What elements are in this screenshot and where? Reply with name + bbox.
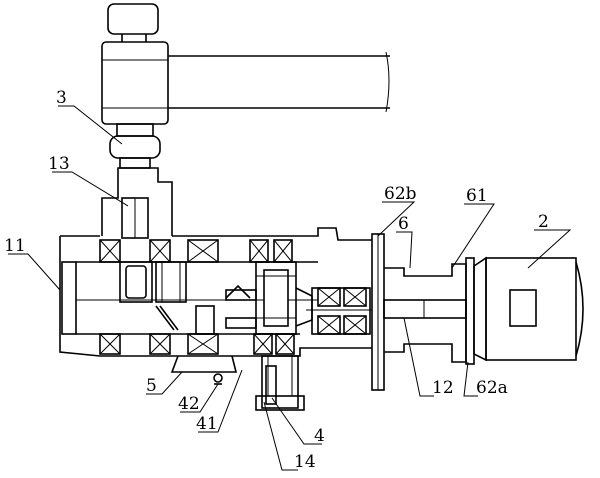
output-bearing-assembly	[306, 287, 372, 335]
label-4: 4	[314, 426, 325, 446]
motor	[473, 256, 584, 362]
leader-lines	[8, 105, 572, 471]
label-62b: 62b	[384, 184, 417, 204]
bearings	[99, 239, 295, 355]
input-shaft-housing	[101, 167, 173, 239]
flange-plate	[371, 233, 385, 391]
part-labels: 3 13 11 5 42 41 4 14 12 62a 62b 61 6 2	[4, 88, 549, 472]
label-11: 11	[4, 236, 26, 256]
label-5: 5	[146, 376, 157, 396]
label-6: 6	[398, 214, 409, 234]
label-12: 12	[432, 378, 454, 398]
lower-components	[170, 355, 305, 411]
label-42: 42	[178, 394, 200, 414]
label-41: 41	[196, 414, 218, 434]
label-13: 13	[48, 154, 70, 174]
label-2: 2	[538, 212, 549, 232]
label-61: 61	[466, 186, 488, 206]
label-62a: 62a	[476, 378, 508, 398]
coupling-housing	[383, 257, 475, 365]
upper-drive-shaft	[101, 3, 390, 169]
internal-gears	[119, 261, 313, 335]
label-14: 14	[294, 452, 316, 472]
label-3: 3	[56, 88, 67, 108]
